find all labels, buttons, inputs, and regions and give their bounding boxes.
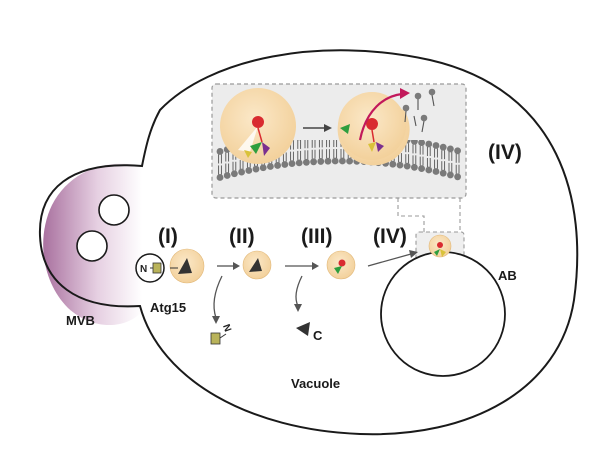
- mvb-vesicle-bottom: [76, 230, 108, 262]
- c-label: C: [313, 328, 323, 343]
- membrane-inset: [211, 83, 467, 199]
- mvb-vesicle-top: [98, 194, 130, 226]
- inset-vesicle-lysing: [337, 88, 436, 166]
- c-fragment-release: C: [294, 275, 323, 343]
- c-terminal-fragment-icon: [296, 322, 310, 336]
- inset-vesicle-intact: [220, 88, 296, 164]
- stage-i-label: (I): [158, 225, 178, 248]
- stage-iv-label: (IV): [373, 225, 407, 248]
- stage-ii-label: (II): [229, 225, 255, 248]
- red-lysis-marker-icon: [252, 116, 264, 128]
- inset-leader-lines: [397, 198, 461, 232]
- n-label-released: N: [220, 323, 233, 334]
- n-terminal-fragment-icon: N: [210, 323, 233, 345]
- red-lysis-marker-icon: [366, 118, 378, 130]
- stage-iv-inset-label: (IV): [488, 141, 522, 164]
- n-fragment-release: N: [210, 275, 233, 345]
- released-lipids: [402, 88, 436, 133]
- mvb-compartment: [43, 163, 143, 326]
- n-label-stage-i: N: [140, 264, 147, 275]
- vacuole-label: Vacuole: [291, 376, 340, 391]
- stage-iii-label: (III): [301, 225, 333, 248]
- stage-arrows: [217, 250, 418, 270]
- stage-ii-vesicle: [242, 250, 272, 280]
- protein-wedge-icon: [178, 258, 192, 274]
- stage-i-group: N: [135, 248, 205, 284]
- autophagic-body: [380, 251, 506, 377]
- mvb-label: MVB: [66, 313, 95, 328]
- protein-wedge-icon: [249, 258, 262, 272]
- ab-vesicle: [428, 234, 452, 258]
- stage-iii-vesicle: [326, 250, 356, 280]
- atg15-label: Atg15: [150, 300, 186, 315]
- n-terminal-fragment-icon: [152, 262, 162, 274]
- vacuole-membrane: [38, 49, 579, 436]
- ab-label: AB: [498, 268, 517, 283]
- release-arrow: [358, 92, 403, 141]
